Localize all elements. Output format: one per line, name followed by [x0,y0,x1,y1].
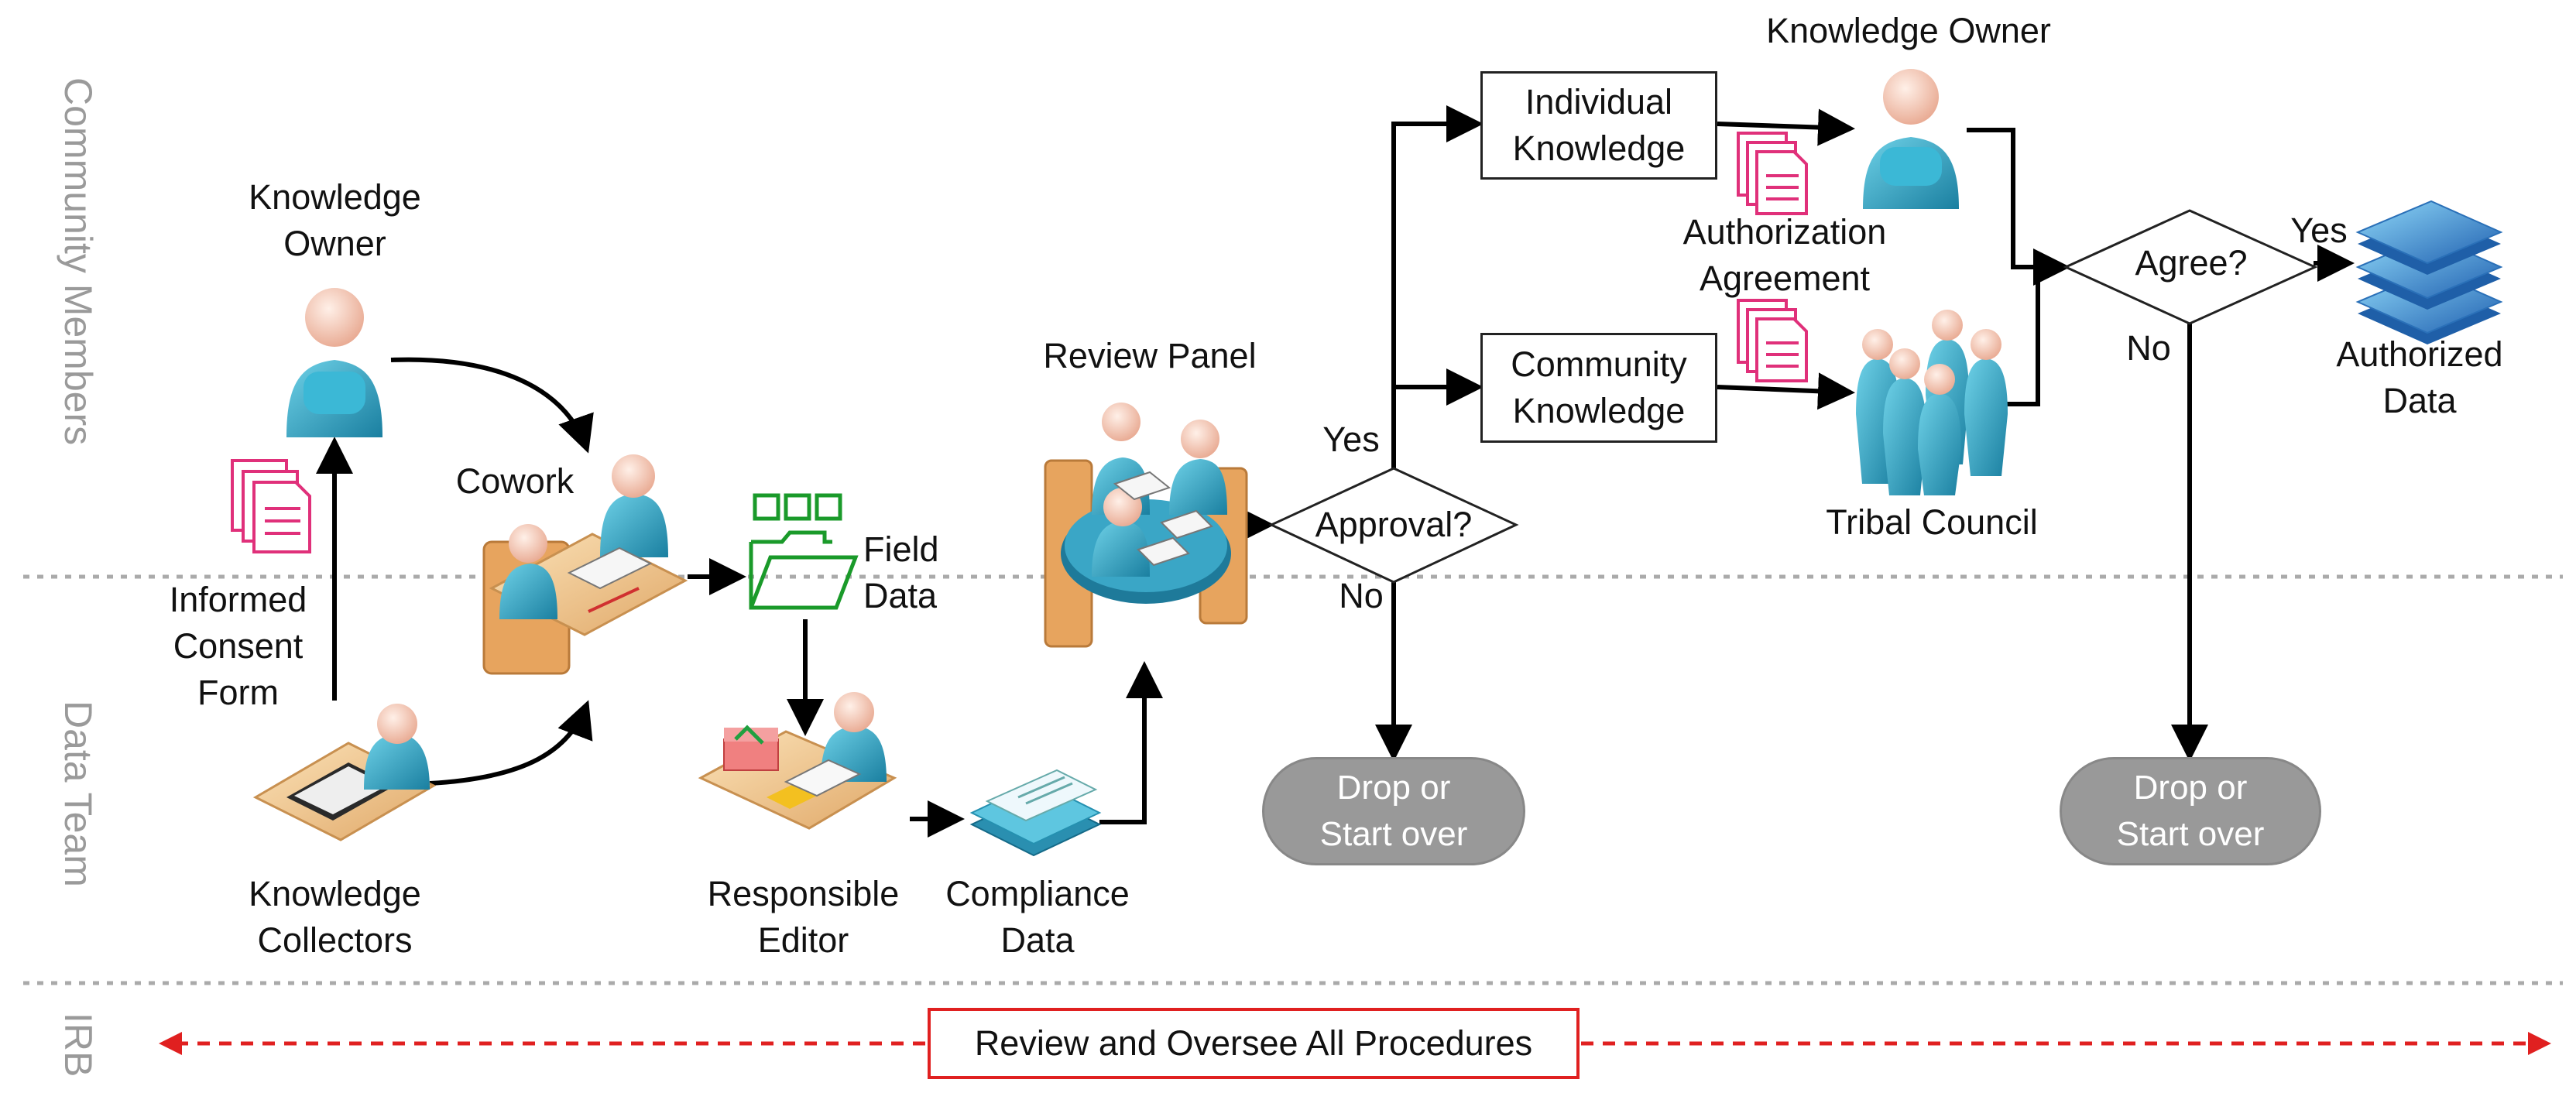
label-line: Collectors [257,920,413,960]
authorization-documents-icon-2 [1737,299,1808,382]
arrow-council-to-agree [2005,267,2040,406]
compliance-data-icon [969,769,1102,857]
drop-or-start-over-right: Drop or Start over [2060,757,2321,865]
authorization-documents-icon-1 [1737,132,1808,215]
approval-diamond [1268,467,1519,584]
drop-right-text: Drop or Start over [2117,765,2265,858]
label-line: Informed [169,580,307,619]
label-line: Individual [1525,82,1673,122]
arrow-owner-to-agree [1967,128,2070,286]
authorized-data-icon [2355,200,2503,344]
label-line: Consent [173,626,304,666]
lane-community-members: Community Members [57,77,100,446]
label-line: Form [197,673,279,712]
label-line: Field [863,529,939,569]
cowork-icon [482,454,688,675]
arrow-individual-to-owner [1717,108,1855,146]
drop-left-text: Drop or Start over [1320,765,1468,858]
label-line: Start over [2116,815,2265,853]
label-line: Authorized [2336,334,2503,374]
field-data-icon [749,493,859,610]
label-line: Editor [757,920,849,960]
authorization-agreement-label: Authorization Agreement [1649,209,1920,302]
approval-no-label: No [1339,576,1384,615]
tribal-council-label: Tribal Council [1826,502,2038,542]
lane-irb: IRB [57,1012,100,1078]
label-line: Data [1000,920,1075,960]
label-line: Start over [1319,815,1468,853]
knowledge-owner-right-icon [1863,69,1959,209]
label-line: Knowledge [249,177,421,217]
agree-yes-label: Yes [2290,211,2348,250]
label-line: Compliance [945,874,1130,913]
tribal-council-icon [1856,310,2008,495]
label-line: Knowledge [1512,391,1686,430]
agree-no-label: No [2126,328,2171,368]
individual-knowledge-text: Individual Knowledge [1513,79,1686,172]
informed-consent-label: Informed Consent Form [147,577,329,716]
cowork-label: Cowork [455,461,575,501]
label-line: Responsible [707,874,900,913]
arrow-compliance-to-review [1099,661,1163,824]
review-panel-icon [1044,403,1248,648]
knowledge-owner-left-label: Knowledge Owner [232,174,437,267]
label-line: Drop or [1336,769,1451,807]
knowledge-collectors-icon [252,704,437,841]
label-line: Knowledge [249,874,421,913]
agree-diamond [2063,209,2318,325]
knowledge-owner-left-icon [286,288,382,437]
label-line: Drop or [2133,769,2248,807]
individual-knowledge-box: Individual Knowledge [1480,71,1717,180]
authorized-data-label: Authorized Data [2315,331,2524,424]
field-data-label: Field Data [863,526,956,619]
arrow-owner-to-cowork [390,357,594,454]
label-line: Authorization [1682,212,1887,252]
consent-documents-icon [231,459,311,553]
knowledge-collectors-label: Knowledge Collectors [225,871,445,964]
arrow-community-to-council [1717,372,1855,410]
drop-or-start-over-left: Drop or Start over [1262,757,1525,865]
arrow-approval-yes-individual [1391,105,1484,468]
label-line: Knowledge [1512,128,1686,168]
community-knowledge-box: Community Knowledge [1480,333,1717,443]
irb-review-box: Review and Oversee All Procedures [928,1008,1580,1079]
lane-data-team: Data Team [57,701,100,887]
label-line: Agreement [1699,259,1871,298]
approval-label: Approval? [1315,505,1473,544]
knowledge-owner-right-label: Knowledge Owner [1766,11,2051,50]
responsible-editor-icon [698,692,897,830]
agree-label: Agree? [2135,243,2248,283]
label-line: Community [1511,344,1687,384]
label-line: Data [2382,381,2457,420]
responsible-editor-label: Responsible Editor [689,871,918,964]
approval-yes-label: Yes [1322,420,1380,459]
review-panel-label: Review Panel [1043,336,1257,375]
arrow-collectors-to-cowork [429,700,593,786]
compliance-data-label: Compliance Data [925,871,1150,964]
community-knowledge-text: Community Knowledge [1511,341,1687,434]
label-line: Data [863,576,938,615]
label-line: Owner [283,224,386,263]
